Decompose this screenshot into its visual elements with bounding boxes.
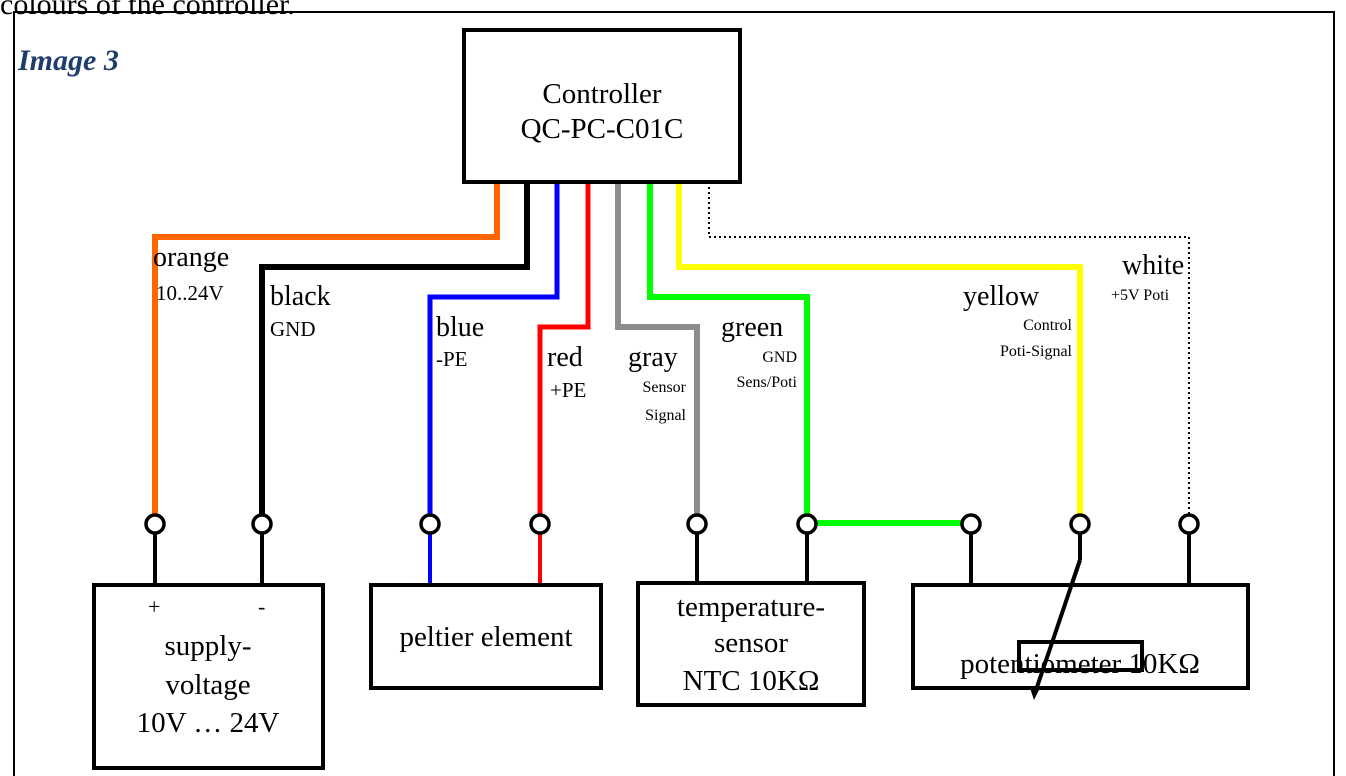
red-desc: +PE: [550, 378, 586, 402]
white-desc: +5V Poti: [1111, 287, 1170, 304]
blue-label: blue: [436, 312, 484, 343]
blue-wire: [427, 182, 560, 515]
image-title: Image 3: [17, 44, 119, 77]
terminal-peltier-minus: [419, 513, 441, 535]
black-label: black: [270, 281, 331, 312]
terminal-peltier-plus: [529, 513, 551, 535]
supply-minus-sign: -: [258, 594, 265, 619]
temperature-sensor-box: [636, 581, 866, 707]
green-label: green: [721, 312, 783, 343]
sensor-label-3: NTC 10KΩ: [683, 665, 820, 697]
supply-plus-sign: +: [148, 594, 160, 619]
terminal-supply-minus: [251, 513, 273, 535]
controller-model: QC-PC-C01C: [521, 113, 684, 145]
supply-label-1: supply-: [165, 630, 252, 662]
sensor-label-1: temperature-: [677, 591, 825, 623]
potentiometer-resistor-symbol: [1017, 640, 1144, 672]
yellow-wire: [676, 182, 1083, 515]
controller-box: [462, 28, 742, 184]
diagram-frame: [13, 11, 1335, 776]
white-wire: [708, 182, 1190, 515]
white-label: white: [1122, 250, 1184, 281]
green-wire: [647, 182, 810, 515]
red-label: red: [547, 342, 583, 373]
supply-voltage-box: [92, 583, 325, 770]
green-desc-2: Sens/Poti: [737, 374, 798, 391]
orange-label: orange: [153, 242, 229, 273]
orange-desc: 10..24V: [156, 281, 224, 305]
controller-name: Controller: [542, 78, 662, 110]
potentiometer-box: [911, 583, 1250, 690]
header-text: colours of the controller.: [0, 0, 295, 21]
peltier-element-box: [369, 583, 603, 690]
gray-desc-1: Sensor: [642, 379, 686, 396]
yellow-label: yellow: [963, 281, 1040, 312]
potentiometer-label: potentiometer 10KΩ: [960, 648, 1200, 680]
sensor-label-2: sensor: [714, 627, 788, 659]
yellow-desc-1: Control: [1023, 317, 1072, 334]
red-wire: [537, 182, 591, 515]
gray-label: gray: [628, 342, 678, 373]
orange-wire: [152, 182, 500, 515]
terminal-sensor-gnd: [796, 513, 818, 535]
terminal-poti-gnd: [960, 513, 982, 535]
terminal-supply-plus: [144, 513, 166, 535]
terminal-poti-5v: [1178, 513, 1200, 535]
blue-desc: -PE: [436, 347, 468, 371]
yellow-desc-2: Poti-Signal: [1000, 343, 1073, 360]
terminal-poti-signal: [1069, 513, 1091, 535]
peltier-label: peltier element: [399, 621, 572, 653]
black-desc: GND: [270, 317, 316, 341]
gray-desc-2: Signal: [645, 407, 686, 424]
green-desc-1: GND: [762, 349, 797, 366]
gray-wire: [615, 182, 700, 515]
poti-wiper-line: [1034, 559, 1082, 691]
supply-label-3: 10V … 24V: [137, 707, 280, 739]
terminal-sensor-signal: [686, 513, 708, 535]
supply-label-2: voltage: [165, 669, 250, 701]
black-wire: [259, 182, 530, 515]
